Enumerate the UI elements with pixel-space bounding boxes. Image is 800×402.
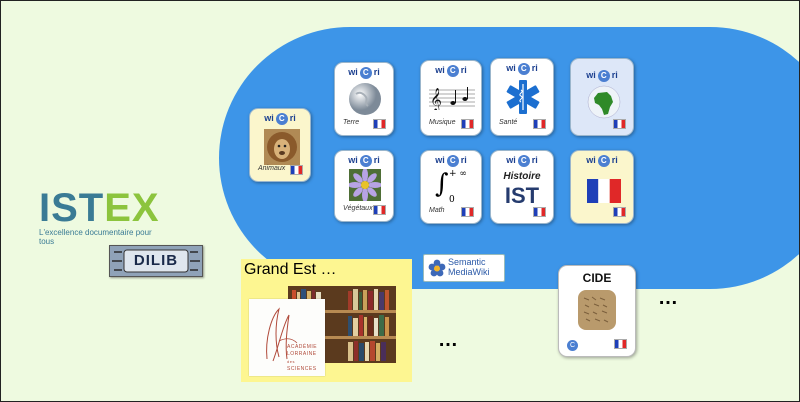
more-ellipsis-bottom: … xyxy=(438,329,459,351)
cide-tile[interactable]: CIDE C xyxy=(558,265,636,357)
french-flag-icon xyxy=(461,119,474,129)
lion-icon xyxy=(264,129,300,165)
more-ellipsis-right: … xyxy=(658,287,679,309)
french-flag-icon xyxy=(533,119,546,129)
aster-flower-icon xyxy=(349,169,381,201)
tile-label: Math xyxy=(429,207,445,214)
semantic-mediawiki-logo[interactable]: Semantic MediaWiki xyxy=(423,254,505,282)
french-flag-icon xyxy=(461,207,474,217)
star-of-life-icon xyxy=(505,77,541,117)
french-flag-icon xyxy=(533,207,546,217)
french-flag-icon xyxy=(613,119,626,129)
french-flag-icon xyxy=(290,165,303,175)
cide-title: CIDE xyxy=(582,271,612,285)
tile-label: Terre xyxy=(343,119,360,126)
grand-est-panel[interactable]: Grand Est … ACADÉMIE LORRAINE xyxy=(241,259,412,382)
flower-icon xyxy=(428,259,446,277)
tile-big-text: IST xyxy=(504,183,540,208)
grand-est-title: Grand Est … xyxy=(244,261,337,278)
french-flag-icon xyxy=(373,119,386,129)
tile-label: Végétaux xyxy=(343,205,373,212)
tile-label: Santé xyxy=(499,119,518,126)
tile-label: Animaux xyxy=(258,165,286,172)
earth-globe-icon xyxy=(347,81,383,117)
academie-lorraine-logo: ACADÉMIE LORRAINE des SCIENCES xyxy=(249,299,325,376)
french-flag-icon xyxy=(614,339,627,349)
french-flag-icon xyxy=(613,207,626,217)
tile-title: Histoire xyxy=(503,171,541,182)
tile-label: Musique xyxy=(429,119,456,126)
africa-globe-icon xyxy=(587,85,621,119)
clay-tablet-icon xyxy=(576,288,618,332)
music-notes-icon: 𝄞 xyxy=(429,83,475,111)
french-flag-icon xyxy=(587,179,621,203)
istex-logo[interactable]: ISTEX L'excellence documentaire pour tou… xyxy=(39,188,169,246)
dilib-logo[interactable]: DILIB xyxy=(109,245,203,277)
istex-tagline: L'excellence documentaire pour tous xyxy=(39,228,152,246)
wicri-c-icon: C xyxy=(567,340,578,351)
french-flag-icon xyxy=(373,205,386,215)
integral-icon: ∫ + ∞ 0 xyxy=(435,169,467,205)
svg-text:𝄞: 𝄞 xyxy=(430,87,442,110)
